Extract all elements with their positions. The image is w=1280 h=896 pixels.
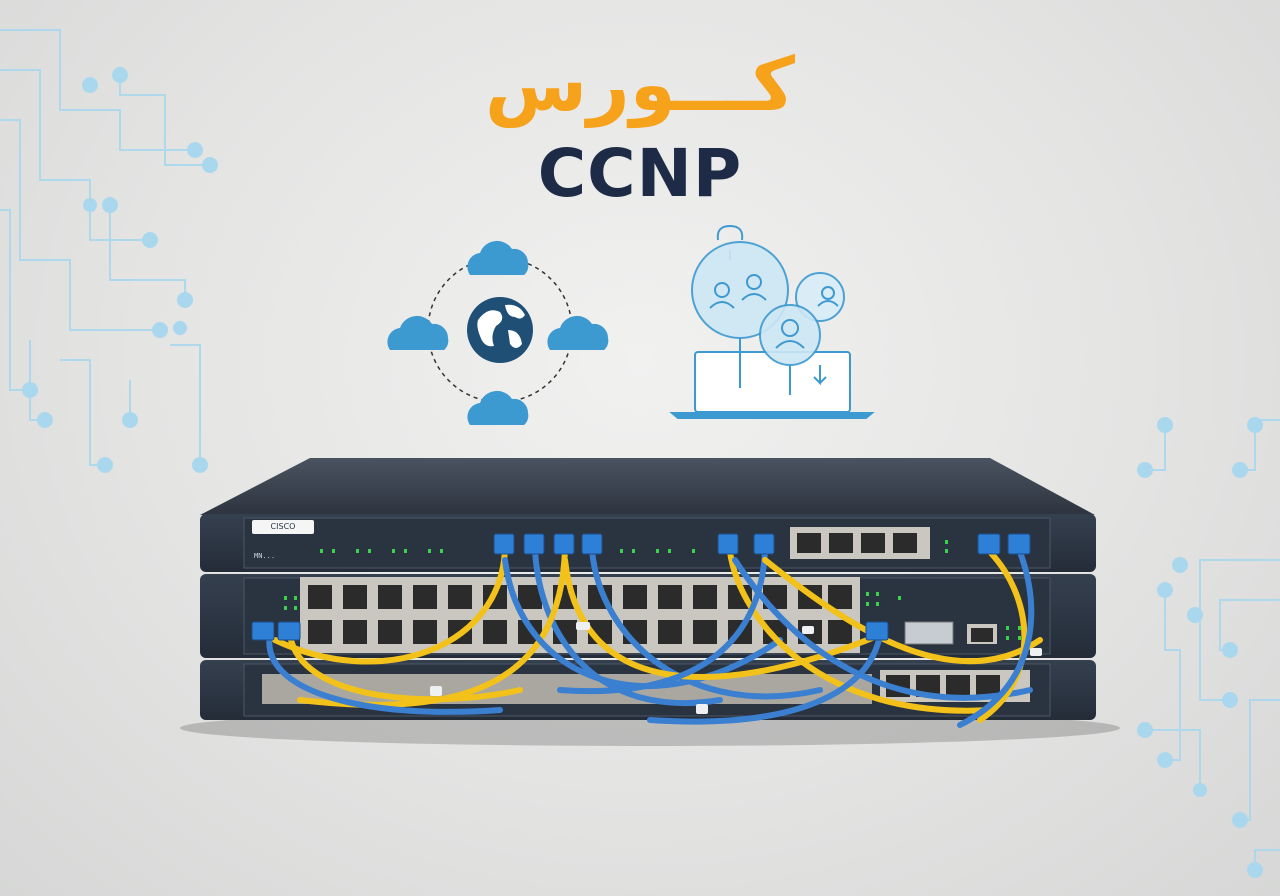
device-model-label: MN... — [254, 552, 276, 560]
course-title-ccnp: CCNP — [537, 134, 743, 212]
course-title-arabic: كـــورس — [484, 42, 796, 128]
device-brand-label: CISCO — [252, 520, 314, 534]
